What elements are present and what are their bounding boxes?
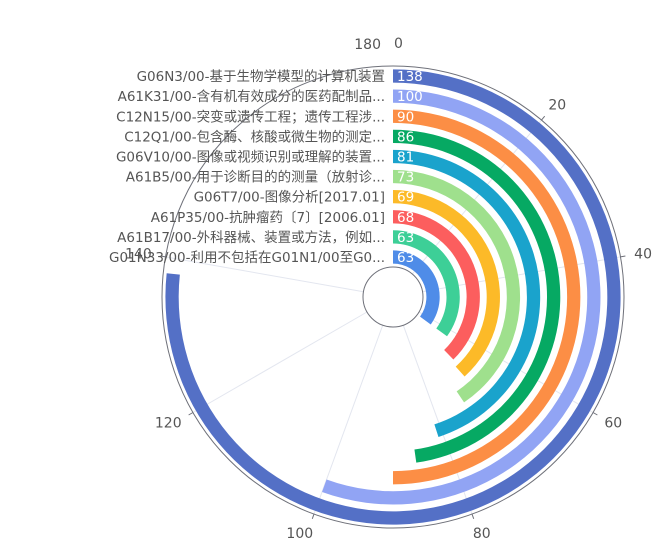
tick-label-20: 20 <box>548 98 566 114</box>
grid-line <box>192 311 368 413</box>
category-label-3: C12N15/00-突变或遗传工程；遗传工程涉... <box>116 109 385 125</box>
value-label-9: 63 <box>397 230 414 246</box>
category-label-4: C12Q1/00-包含酶、核酸或微生物的测定... <box>124 129 385 145</box>
category-label-5: G06V10/00-图像或视频识别或理解的装置... <box>116 149 385 165</box>
bar-10 <box>393 250 440 325</box>
tick-mark <box>620 255 626 258</box>
tick-label-0: 0 <box>394 36 403 52</box>
bar-6 <box>393 169 521 403</box>
tick-mark <box>592 412 598 416</box>
bar-7 <box>393 190 500 377</box>
category-label-9: A61B17/00-外科器械、装置或方法，例如... <box>117 230 385 246</box>
value-label-3: 90 <box>397 109 414 125</box>
tick-mark <box>541 115 546 121</box>
tick-label-100: 100 <box>286 526 313 542</box>
value-label-8: 68 <box>397 210 414 226</box>
tick-labels-layer: 0 20 40 60 80 100 120 140 180 <box>125 36 652 542</box>
value-label-10: 63 <box>397 250 414 266</box>
value-label-4: 86 <box>397 129 414 145</box>
tick-mark <box>188 412 194 416</box>
value-label-7: 69 <box>397 190 414 206</box>
bar-8 <box>393 210 480 360</box>
tick-label-140: 140 <box>125 246 152 262</box>
category-label-6: A61B5/00-用于诊断目的的测量（放射诊... <box>126 170 385 186</box>
category-label-1: G06N3/00-基于生物学模型的计算机装置 <box>137 68 385 85</box>
inner-axis-ring <box>362 266 424 328</box>
bar-labels-layer: G06N3/00-基于生物学模型的计算机装置 138A61K31/00-含有机有效… <box>109 68 423 266</box>
tick-mark <box>471 513 475 519</box>
tick-label-180: 180 <box>354 37 381 53</box>
value-label-5: 81 <box>397 149 414 165</box>
category-label-8: A61P35/00-抗肿瘤药〔7〕[2006.01] <box>151 209 385 226</box>
value-label-6: 73 <box>397 170 414 186</box>
category-label-2: A61K31/00-含有机有效成分的医药配制品... <box>118 89 385 105</box>
value-label-2: 100 <box>397 89 423 105</box>
tick-mark <box>311 513 315 519</box>
tick-label-80: 80 <box>473 526 491 542</box>
category-label-10: G01N33/00-利用不包括在G01N1/00至G0... <box>109 250 385 266</box>
value-label-1: 138 <box>397 69 423 85</box>
outer-axis-ring <box>161 65 625 529</box>
bars-layer <box>165 69 621 525</box>
grid-line <box>165 256 364 293</box>
tick-marks-layer <box>160 115 626 519</box>
tick-label-120: 120 <box>155 416 182 432</box>
tick-mark <box>160 255 166 258</box>
tick-label-60: 60 <box>604 416 622 432</box>
bar-9 <box>393 230 460 337</box>
tick-label-40: 40 <box>634 246 652 262</box>
category-label-7: G06T7/00-图像分析[2017.01] <box>194 190 385 206</box>
grid-line <box>313 325 384 515</box>
